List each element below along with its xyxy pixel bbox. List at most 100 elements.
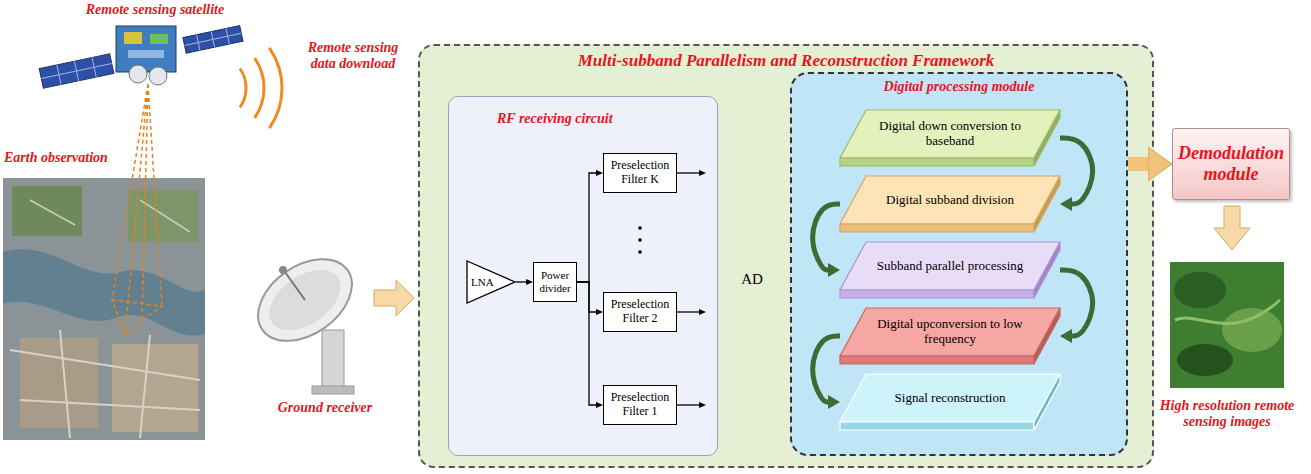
ellipsis-dots [638, 238, 642, 242]
processing-layer: Digital upconversion to low frequency [840, 308, 1060, 364]
satellite-icon [39, 54, 114, 89]
observation-beams [112, 84, 162, 335]
annotation-label: Remote sensing data download [296, 40, 410, 72]
node-label: Digital subband division [886, 193, 1014, 208]
ground-antenna-icon [243, 242, 367, 394]
layer-slab [840, 110, 1060, 158]
ground-antenna-icon [258, 257, 351, 342]
result-image [1170, 262, 1284, 388]
satellite-icon [149, 67, 167, 85]
filter-box: Preselection Filter 1 [603, 385, 677, 425]
node-label: Signal reconstruction [895, 391, 1006, 406]
observation-beams [112, 84, 162, 335]
connector-arrow [1128, 157, 1148, 171]
ellipsis-dots [638, 250, 642, 254]
connector-arrow [577, 173, 596, 282]
label-box: AD [730, 271, 774, 288]
layer-slab [840, 158, 1034, 166]
earth-image [20, 338, 98, 428]
annotation-label: Ground receiver [255, 400, 395, 416]
earth-image [112, 344, 198, 432]
node-label: Power divider [536, 269, 574, 294]
layer-slab [1034, 308, 1060, 364]
filter-box: Preselection Filter 2 [603, 292, 677, 332]
layer-slab [1034, 242, 1060, 298]
connector-arrow [813, 204, 840, 270]
label-box: Remote sensing data download [296, 40, 410, 72]
node-label: Preselection Filter 2 [607, 298, 673, 326]
connector-arrow [1060, 138, 1093, 204]
result-image [1170, 262, 1284, 388]
ground-antenna-icon [322, 330, 344, 392]
ellipsis-dots [638, 226, 642, 254]
annotation-label: Remote sensing satellite [60, 2, 250, 18]
ground-antenna-icon [243, 242, 367, 357]
label-box: Remote sensing satellite [60, 2, 250, 18]
layer-slab [840, 224, 1034, 232]
filter-output-arrows [677, 311, 699, 312]
output-block-arrow [1214, 206, 1250, 250]
amplifier-symbol [467, 261, 515, 303]
earth-image [3, 249, 205, 335]
ground-antenna-icon [312, 386, 354, 394]
ground-antenna-icon [279, 266, 287, 274]
layer-slab [1034, 176, 1060, 232]
node-label: Digital upconversion to low frequency [874, 317, 1026, 347]
panel-title: Digital processing module [884, 79, 1035, 95]
filter-output-arrows [677, 172, 699, 173]
node-label: Digital down conversion to baseband [874, 119, 1026, 149]
layer-slab [840, 374, 1060, 422]
input-block-arrow [374, 280, 414, 316]
label-box: Ground receiver [255, 400, 395, 416]
connector-arrow [577, 282, 596, 312]
layer-slab [840, 356, 1034, 364]
annotation-label: AD [730, 271, 774, 288]
earth-image [3, 178, 205, 440]
satellite-icon [124, 32, 142, 44]
result-image [1222, 308, 1282, 352]
layer-slab [1034, 374, 1060, 430]
processing-layer: Digital subband division [840, 176, 1060, 232]
process-box: Power divider [533, 262, 577, 302]
earth-image [10, 330, 200, 438]
satellite-icon [150, 34, 168, 44]
node-label: LNA [471, 276, 494, 289]
satellite-icon [39, 26, 243, 89]
satellite-icon [129, 65, 147, 83]
result-image [1175, 300, 1280, 324]
layer-slab [840, 176, 1060, 224]
satellite-icon [183, 26, 243, 54]
satellite-icon [39, 54, 114, 89]
downlink-waves [240, 48, 282, 128]
downlink-waves [255, 58, 264, 118]
node-label: Demodulation module [1177, 143, 1285, 184]
annotation-label: Earth observation [4, 150, 154, 166]
label-box: High resolution remote sensing images [1150, 398, 1304, 430]
connector-arrow [813, 336, 840, 402]
output-block-arrow [1214, 206, 1250, 250]
satellite-icon [128, 50, 164, 58]
connector-arrow [577, 282, 596, 405]
panel-title: Multi-subband Parallelism and Reconstruc… [578, 51, 995, 71]
node-label: Preselection Filter K [607, 159, 673, 187]
filter-output-arrows [677, 404, 699, 405]
result-image [1177, 344, 1233, 376]
processing-layer: Digital down conversion to baseband [840, 110, 1060, 166]
layer-slab [840, 290, 1034, 298]
satellite-icon [116, 26, 176, 72]
satellite-icon [183, 26, 243, 54]
result-image [1174, 272, 1226, 308]
digital-module-panel: Digital processing moduleDigital down co… [790, 72, 1128, 456]
annotation-label: High resolution remote sensing images [1150, 398, 1304, 430]
panel-title: RF receiving circuit [497, 111, 613, 127]
layer-slab [1034, 110, 1060, 166]
connector-arrow [516, 281, 526, 282]
observation-beams [112, 300, 162, 335]
ground-antenna-icon [285, 272, 305, 300]
amplifier-triangle: LNA [466, 260, 516, 304]
connector-arrow [1060, 270, 1093, 336]
satellite-icon [39, 54, 114, 89]
earth-image [128, 190, 198, 242]
processing-layer: Signal reconstruction [840, 374, 1060, 430]
layer-slab [840, 422, 1034, 430]
